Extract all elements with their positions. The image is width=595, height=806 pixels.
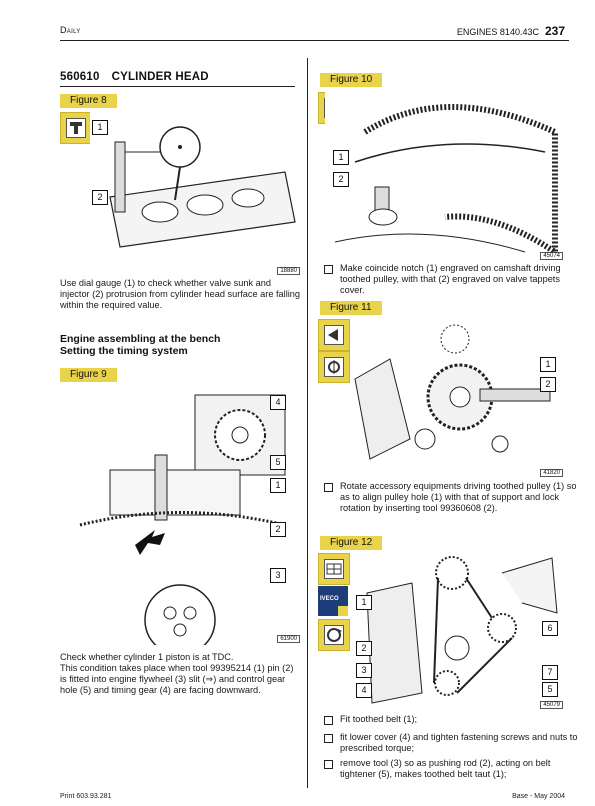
fig12-step-2: fit lower cover (4) and tighten fastenin… [324, 732, 578, 754]
section-code: 560610 [60, 71, 100, 83]
figure-9-illustration: 4 5 1 2 3 61900 [60, 385, 300, 656]
figure-8-tab: Figure 8 [60, 94, 117, 108]
fig9-callout-3: 3 [270, 568, 286, 583]
subhead-assembly: Engine assembling at the bench [60, 333, 221, 345]
fig9-caption-2: This condition takes place when tool 993… [60, 663, 294, 696]
adjust-icon-box-2 [318, 319, 350, 351]
fig11-step: Rotate accessory equipments driving toot… [324, 481, 578, 515]
tool-icon-box [60, 112, 92, 144]
footer-print: Print 603.93.281 [60, 793, 112, 800]
fig10-callout-1: 1 [333, 150, 349, 165]
fig11-callout-2: 2 [540, 377, 556, 392]
figure-8-illustration: 1 2 18880 [90, 112, 302, 277]
fig10-callout-2: 2 [333, 172, 349, 187]
logo-accent [338, 606, 348, 616]
torque-icon-box [318, 619, 350, 651]
header-engine: ENGINES 8140.43C [456, 27, 539, 37]
figure-12-illustration: 1 2 3 4 6 7 5 45079 [352, 553, 563, 710]
page-number: 237 [544, 24, 565, 38]
fig12-callout-7: 7 [542, 665, 558, 680]
fig9-callout-1: 1 [270, 478, 286, 493]
fig8-callout-1: 1 [92, 120, 108, 135]
section-title: 560610 CYLINDER HEAD [60, 71, 209, 83]
fig9-callout-4: 4 [270, 395, 286, 410]
header-rule [60, 40, 569, 41]
lock-icon-box [318, 351, 350, 383]
fig12-callout-1: 1 [356, 595, 372, 610]
fig9-callout-5: 5 [270, 455, 286, 470]
header-model: Daily [60, 25, 81, 35]
lock-tool-icon [324, 357, 344, 377]
fig12-step-1: Fit toothed belt (1); [324, 714, 578, 726]
fig9-caption-1: Check whether cylinder 1 piston is at TD… [60, 652, 234, 662]
figure-12-tab: Figure 12 [320, 536, 383, 550]
fig9-ref: 61900 [277, 635, 300, 643]
header-right: ENGINES 8140.43C 237 [457, 24, 565, 38]
fig12-callout-5: 5 [542, 682, 558, 697]
iveco-logo-text: IVECO [320, 596, 339, 602]
fig10-step: Make coincide notch (1) engraved on cams… [324, 263, 578, 297]
fig12-callout-3: 3 [356, 663, 372, 678]
iveco-logo: IVECO [318, 586, 348, 616]
section-name: CYLINDER HEAD [111, 71, 209, 83]
fig12-step-3: remove tool (3) so as pushing rod (2), a… [324, 758, 578, 780]
fig11-ref: 41820 [540, 469, 563, 477]
column-divider [307, 58, 308, 788]
fig11-callout-1: 1 [540, 357, 556, 372]
assembly-icon-box [318, 553, 350, 585]
torque-icon [324, 625, 344, 645]
figure-10-tab: Figure 10 [320, 73, 383, 87]
fig10-ref: 45074 [540, 252, 563, 260]
dial-gauge-icon [66, 118, 86, 138]
figure-11-tab: Figure 11 [320, 301, 382, 315]
fig12-callout-4: 4 [356, 683, 372, 698]
footer-date: Base - May 2004 [512, 793, 565, 800]
figure-11-illustration: 1 2 41820 [350, 319, 563, 479]
fig8-callout-2: 2 [92, 190, 108, 205]
fig9-callout-2: 2 [270, 522, 286, 537]
pointer-icon [324, 325, 344, 345]
fig8-ref: 18880 [277, 267, 300, 275]
fig12-callout-6: 6 [542, 621, 558, 636]
section-rule [60, 86, 295, 87]
fig12-callout-2: 2 [356, 641, 372, 656]
fig12-ref: 45079 [540, 701, 563, 709]
figure-9-tab: Figure 9 [60, 368, 117, 382]
subhead-timing: Setting the timing system [60, 345, 188, 357]
fig8-caption: Use dial gauge (1) to check whether valv… [60, 278, 301, 311]
figure-10-illustration: 1 2 45074 [325, 92, 563, 262]
grid-icon [324, 559, 344, 579]
